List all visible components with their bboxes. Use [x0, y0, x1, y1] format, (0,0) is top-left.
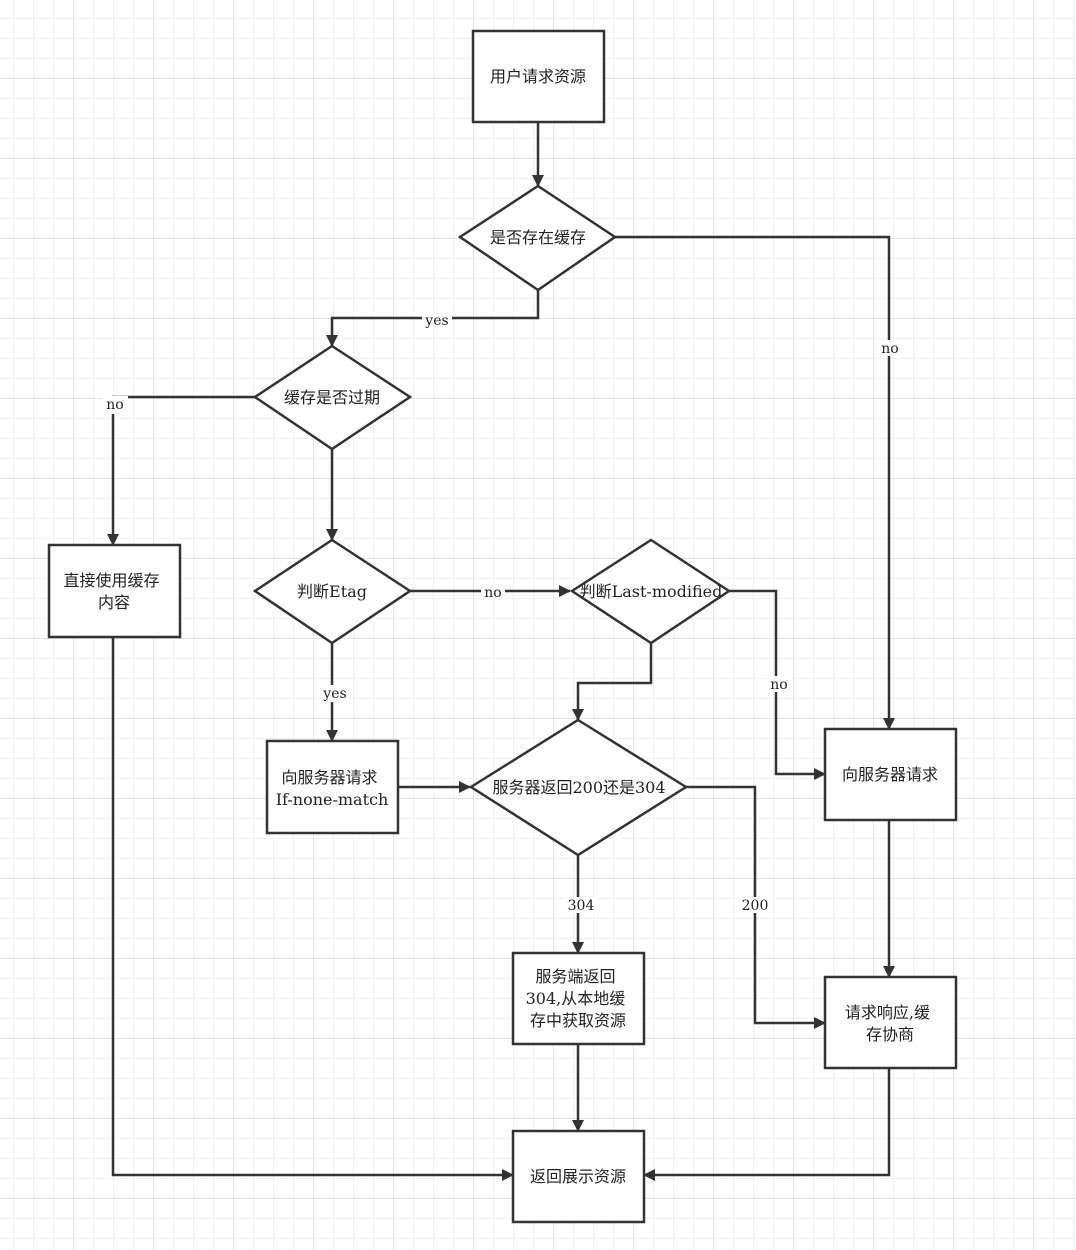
svg-text:用户请求资源: 用户请求资源: [490, 67, 586, 86]
svg-text:是否存在缓存: 是否存在缓存: [490, 228, 586, 247]
edge-response-to-return: [643, 1068, 891, 1181]
svg-text:缓存是否过期: 缓存是否过期: [284, 388, 380, 407]
svg-text:no: no: [484, 585, 501, 601]
svg-text:向服务器请求: 向服务器请求: [842, 765, 938, 784]
edge-label-etag-no: no: [481, 583, 505, 601]
svg-text:yes: yes: [424, 313, 448, 329]
node-server-200-or-304: 服务器返回200还是304: [468, 718, 689, 857]
node-cache-exists: 是否存在缓存: [457, 184, 618, 292]
node-server-304-local: 服务端返回 304,从本地缓 存中获取资源: [511, 951, 646, 1046]
svg-text:yes: yes: [322, 686, 346, 702]
svg-text:直接使用缓存 内容: 直接使用缓存 内容: [63, 571, 164, 612]
edge-label-etag-yes: yes: [320, 685, 350, 702]
svg-text:服务器返回200还是304: 服务器返回200还是304: [492, 778, 665, 797]
node-use-cache: 直接使用缓存 内容: [47, 543, 182, 639]
svg-text:no: no: [106, 397, 123, 413]
node-request-if-none-match: 向服务器请求 If-none-match: [265, 739, 400, 835]
node-check-last-modified: 判断Last-modified: [569, 538, 732, 645]
svg-text:向服务器请求 If-none-match: 向服务器请求 If-none-match: [276, 768, 389, 809]
edge-label-exists-no: no: [878, 340, 902, 357]
node-return-resource: 返回展示资源: [511, 1129, 646, 1224]
svg-text:304: 304: [568, 898, 595, 914]
node-cache-expired: 缓存是否过期: [252, 344, 413, 451]
edge-lastmod-to-status: [572, 643, 653, 721]
svg-text:200: 200: [742, 898, 769, 914]
edge-label-status-304: 304: [565, 897, 597, 914]
edge-exists-no: [615, 235, 895, 730]
svg-text:no: no: [881, 341, 898, 357]
svg-text:判断Etag: 判断Etag: [297, 582, 367, 601]
edge-label-lastmod-no: no: [767, 676, 791, 693]
node-user-request: 用户请求资源: [471, 29, 606, 124]
svg-text:服务端返回 304,从本地缓 存中获: 服务端返回 304,从本地缓 存中获取资源: [526, 967, 631, 1030]
svg-text:判断Last-modified: 判断Last-modified: [580, 582, 723, 601]
node-check-etag: 判断Etag: [252, 538, 413, 645]
node-request-server: 向服务器请求: [823, 727, 958, 822]
svg-text:返回展示资源: 返回展示资源: [530, 1167, 626, 1186]
edge-label-expired-no: no: [102, 396, 128, 414]
edge-expired-no: [107, 395, 255, 546]
edge-label-exists-yes: yes: [422, 311, 452, 329]
node-response-negotiate: 请求响应,缓 存协商: [823, 975, 958, 1070]
svg-text:请求响应,缓 存协商: 请求响应,缓 存协商: [845, 1003, 935, 1044]
svg-text:no: no: [770, 677, 787, 693]
edge-label-status-200: 200: [739, 897, 771, 914]
edge-usecache-to-return: [111, 637, 514, 1181]
